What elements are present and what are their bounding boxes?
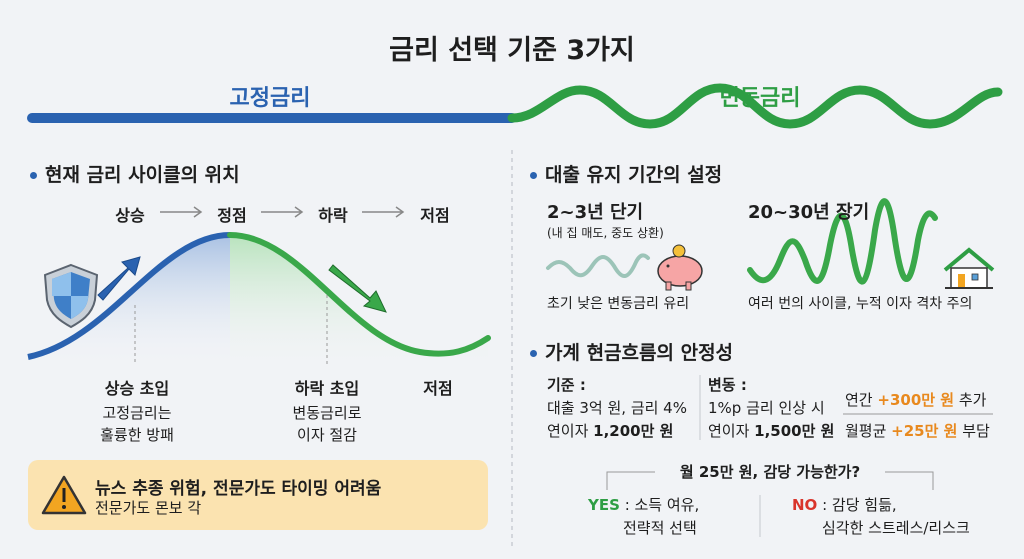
variable-rate-label: 변동금리: [719, 86, 801, 111]
short-term-title: 2~3년 단기: [547, 202, 644, 223]
change-interest-value: 1,500만 원: [754, 422, 835, 440]
long-term-title: 20~30년 장기: [748, 202, 870, 223]
stage-fall: 하락: [318, 206, 348, 225]
bottom-label: 저점: [423, 379, 453, 398]
rise-entry-title: 상승 초입: [104, 379, 170, 398]
warning-icon: [41, 475, 87, 515]
short-term-sub: (내 집 매도, 중도 상환): [547, 226, 664, 240]
change-interest-label: 연이자: [708, 422, 755, 440]
base-interest-value: 1,200만 원: [593, 422, 674, 440]
period-heading: 대출 유지 기간의 설정: [530, 160, 722, 187]
affordability-question: 월 25만 원, 감당 가능한가?: [679, 463, 861, 481]
stage-peak: 정점: [217, 206, 247, 225]
cycle-heading: 현재 금리 사이클의 위치: [30, 160, 240, 187]
change-label: 변동 :: [708, 376, 747, 394]
no-label: NO: [792, 496, 818, 514]
warning-line2: 전문가도 몬보 각: [95, 499, 202, 517]
base-interest-label: 연이자: [547, 422, 594, 440]
no-line2: 심각한 스트레스/리스크: [822, 519, 970, 537]
change-line2: 연이자 1,500만 원: [708, 420, 834, 441]
no-text: : 감당 힘듦,: [817, 496, 897, 514]
shield-icon: [43, 263, 99, 329]
fall-entry-line2: 이자 절감: [297, 426, 357, 444]
yes-line2: 전략적 선택: [623, 519, 697, 537]
piggy-bank-icon: [657, 244, 703, 291]
annual-pre: 연간: [845, 391, 878, 409]
annual-post: 추가: [954, 391, 987, 409]
yes-line1: YES : 소득 여유,: [588, 494, 699, 515]
cycle-heading-text: 현재 금리 사이클의 위치: [45, 164, 240, 186]
rise-entry-line2: 훌륭한 방패: [100, 426, 174, 444]
rise-entry-line1: 고정금리는: [102, 404, 172, 422]
annual-value: +300만 원: [877, 391, 955, 409]
page-title: 금리 선택 기준 3가지: [389, 35, 635, 66]
annual-increase: 연간 +300만 원 추가: [845, 389, 986, 410]
rising-arrow-icon: [97, 256, 141, 301]
fall-entry-title: 하락 초입: [294, 379, 360, 398]
warning-line1: 뉴스 추종 위험, 전문가도 타이밍 어려움: [95, 479, 382, 499]
base-label: 기준 :: [547, 376, 586, 394]
falling-arrow-icon: [328, 264, 387, 313]
cashflow-heading: 가계 현금흐름의 안정성: [530, 338, 733, 365]
change-line1: 1%p 금리 인상 시: [708, 399, 825, 417]
no-line1: NO : 감당 힘듦,: [792, 494, 897, 515]
fall-entry-line1: 변동금리로: [292, 404, 362, 422]
stage-rise: 상승: [115, 206, 145, 225]
rising-curve: [27, 232, 231, 360]
monthly-increase: 월평균 +25만 원 부담: [845, 420, 990, 441]
short-term-note: 초기 낮은 변동금리 유리: [547, 296, 690, 312]
variable-rate-wave: [507, 83, 1003, 129]
question-bracket: [606, 471, 934, 490]
falling-curve: [227, 232, 491, 357]
base-line2: 연이자 1,200만 원: [547, 420, 673, 441]
stage-bottom: 저점: [420, 206, 450, 225]
base-line1: 대출 3억 원, 금리 4%: [547, 399, 687, 417]
warning-box: [28, 460, 488, 530]
yes-text: : 소득 여유,: [619, 496, 700, 514]
period-heading-text: 대출 유지 기간의 설정: [545, 164, 723, 186]
short-term-wave: [546, 253, 650, 278]
long-term-wave: [747, 198, 938, 285]
house-icon: [943, 247, 995, 289]
long-term-note: 여러 번의 사이클, 누적 이자 격차 주의: [748, 296, 973, 312]
monthly-value: +25만 원: [891, 422, 958, 440]
monthly-post: 부담: [957, 422, 990, 440]
fall-area: [230, 235, 488, 365]
rise-area: [28, 235, 230, 365]
stage-arrows: [160, 206, 405, 218]
monthly-pre: 월평균: [845, 422, 892, 440]
cashflow-heading-text: 가계 현금흐름의 안정성: [545, 342, 734, 364]
fixed-rate-label: 고정금리: [229, 86, 311, 111]
yes-label: YES: [588, 496, 620, 514]
